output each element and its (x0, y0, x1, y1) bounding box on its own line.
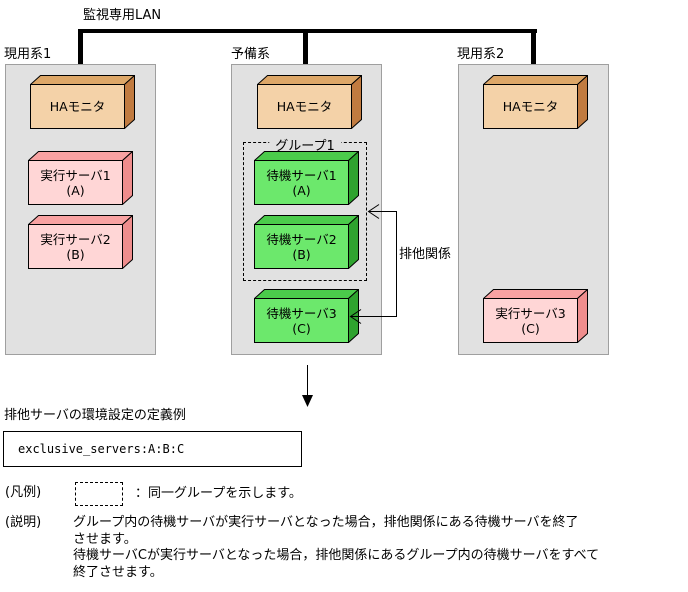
standby-server2-box: 待機サーバ2 (B) (254, 215, 359, 269)
server-id: (C) (292, 320, 311, 336)
down-arrow (302, 365, 313, 407)
ha-monitor-box-active2: HAモニタ (483, 75, 588, 129)
server-name: 実行サーバ2 (40, 231, 111, 247)
server-name: 実行サーバ3 (495, 305, 566, 321)
lan-line (79, 29, 537, 33)
legend-desc: ：同一グループを示します。 (135, 486, 302, 501)
explanation-line: 待機サーバCが実行サーバとなった場合，排他関係にあるグループ内の待機サーバをすべ… (73, 548, 600, 564)
server-id: (B) (292, 246, 311, 262)
server-name: 待機サーバ3 (266, 305, 337, 321)
server-id: (A) (66, 182, 85, 198)
ha-monitor-label: HAモニタ (49, 99, 106, 114)
lan-label: 監視専用LAN (83, 8, 162, 23)
server-id: (B) (66, 246, 85, 262)
server-id: (C) (521, 320, 540, 336)
box3d-graphic (483, 289, 588, 343)
definition-code: exclusive_servers:A:B:C (18, 442, 185, 456)
exec-server3-box: 実行サーバ3 (C) (483, 289, 588, 343)
server-name: 実行サーバ1 (40, 167, 111, 183)
box3d-graphic (254, 151, 359, 205)
explanation-text: グループ内の待機サーバが実行サーバとなった場合，排他関係にある待機サーバを終了 … (73, 515, 599, 582)
lan-drop-middle (303, 29, 308, 65)
exec-server1-box: 実行サーバ1 (A) (28, 151, 133, 205)
lan-drop-right (531, 29, 536, 65)
box3d-graphic (28, 151, 133, 205)
box3d-graphic (483, 75, 588, 129)
group1-label: グループ1 (269, 135, 341, 154)
system-label-active1: 現用系1 (4, 47, 52, 62)
standby-server1-box: 待機サーバ1 (A) (254, 151, 359, 205)
server-name: 待機サーバ2 (266, 231, 337, 247)
legend-dashed-box-sample (75, 482, 123, 506)
explanation-line: 終了させます。 (73, 565, 163, 581)
box3d-graphic (257, 75, 362, 129)
explanation-line: させます。 (73, 531, 137, 547)
ha-monitor-box-standby: HAモニタ (257, 75, 362, 129)
ha-monitor-label: HAモニタ (502, 99, 559, 114)
lan-drop-left (78, 29, 83, 65)
explanation-line: グループ内の待機サーバが実行サーバとなった場合，排他関係にある待機サーバを終了 (73, 515, 579, 530)
standby-server3-box: 待機サーバ3 (C) (254, 289, 359, 343)
definition-title: 排他サーバの環境設定の定義例 (4, 408, 186, 423)
definition-code-box: exclusive_servers:A:B:C (3, 431, 302, 467)
box3d-graphic (30, 75, 135, 129)
system-label-standby: 予備系 (231, 47, 271, 62)
legend-label: (凡例) (5, 485, 42, 500)
server-name: 待機サーバ1 (266, 167, 337, 183)
system-label-active2: 現用系2 (457, 47, 505, 62)
ha-monitor-label: HAモニタ (276, 99, 333, 114)
box3d-graphic (28, 215, 133, 269)
explanation-label: (説明) (5, 515, 42, 530)
ha-monitor-box-active1: HAモニタ (30, 75, 135, 129)
exec-server2-box: 実行サーバ2 (B) (28, 215, 133, 269)
exclusive-relation-label: 排他関係 (399, 247, 452, 262)
server-id: (A) (292, 182, 311, 198)
